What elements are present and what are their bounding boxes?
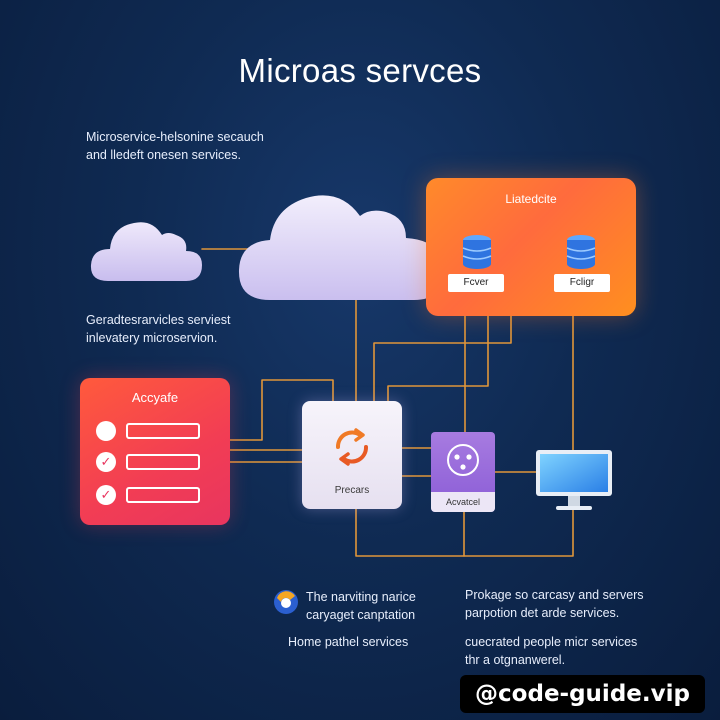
small-cloud-icon bbox=[90, 222, 202, 281]
desktop-monitor-icon bbox=[536, 450, 612, 510]
center-process-node[interactable]: Precars bbox=[302, 401, 402, 509]
checklist-check-icon: ✓ bbox=[96, 452, 116, 472]
red-service-node[interactable]: Accyafe ✓ ✓ bbox=[80, 378, 230, 525]
checklist-bar bbox=[126, 487, 200, 503]
red-node-title: Accyafe bbox=[131, 390, 179, 405]
bottom-right-line-3: cuecrated people micr services bbox=[465, 635, 638, 649]
intro-line-1: Microservice-helsonine secauch bbox=[86, 130, 264, 144]
checklist-bar bbox=[126, 423, 200, 439]
orange-service-node[interactable]: Liatedcite Fcver Fcligr bbox=[426, 178, 636, 316]
diagram-title: Microas servces bbox=[238, 52, 482, 89]
bottom-left-line-1: The narviting narice bbox=[306, 590, 416, 604]
bottom-left-line-3: Home pathel services bbox=[288, 635, 409, 649]
database-icon bbox=[462, 235, 492, 269]
checklist-bar bbox=[126, 454, 200, 470]
watermark: @code-guide.vip bbox=[460, 675, 705, 713]
purple-service-node[interactable]: Acvatcel bbox=[431, 432, 495, 512]
intro-line-2: and lledeft onesen services. bbox=[86, 148, 241, 162]
refresh-cycle-icon bbox=[336, 428, 368, 466]
main-cloud-icon bbox=[238, 195, 444, 300]
checklist-empty-icon bbox=[96, 421, 116, 441]
mid-line-2: inlevatery microservion. bbox=[86, 331, 218, 345]
orange-node-title: Liatedcite bbox=[505, 192, 557, 206]
intro-text: Microservice-helsonine secauch and llede… bbox=[86, 128, 264, 164]
purple-node-label: Acvatcel bbox=[431, 492, 495, 512]
bottom-right-line-1: Prokage so carcasy and servers bbox=[465, 588, 644, 602]
checklist-check-icon: ✓ bbox=[96, 485, 116, 505]
bottom-right-line-2: parpotion det arde services. bbox=[465, 606, 620, 620]
db-left-label: Fcver bbox=[448, 274, 504, 292]
mid-text: Geradtesrarvicles serviest inlevatery mi… bbox=[86, 311, 231, 347]
bottom-right-text: Prokage so carcasy and servers parpotion… bbox=[465, 586, 644, 622]
face-icon bbox=[447, 444, 479, 476]
bottom-left-text: The narviting narice caryaget canptation bbox=[306, 588, 416, 624]
bottom-right-text-2: cuecrated people micr services thr a otg… bbox=[465, 633, 637, 669]
swirl-logo-icon bbox=[274, 590, 298, 614]
center-node-label: Precars bbox=[334, 485, 370, 496]
bottom-right-line-4: thr a otgnanwerel. bbox=[465, 653, 566, 667]
database-icon bbox=[566, 235, 596, 269]
mid-line-1: Geradtesrarvicles serviest bbox=[86, 313, 231, 327]
db-right-label: Fcligr bbox=[554, 274, 610, 292]
bottom-left-line-2: caryaget canptation bbox=[306, 608, 416, 622]
